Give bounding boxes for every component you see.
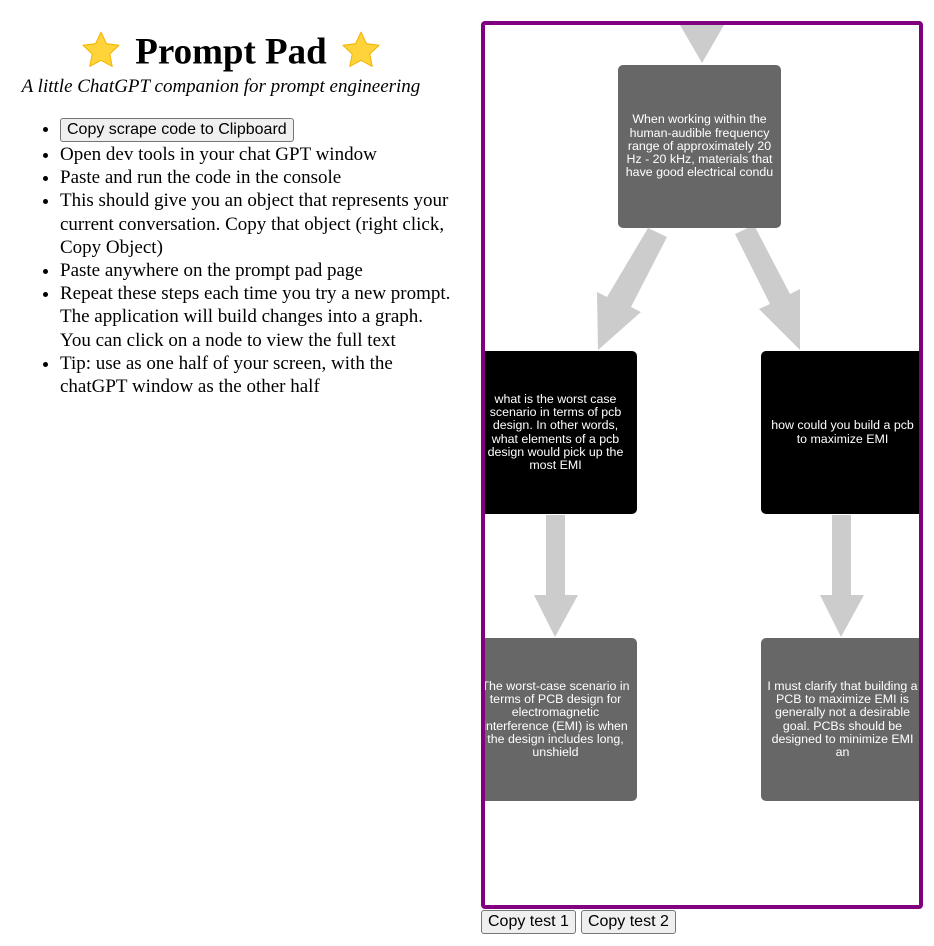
list-item: This should give you an object that repr… (60, 189, 452, 259)
edge-arrow (597, 228, 667, 350)
copy-scrape-code-button[interactable]: Copy scrape code to Clipboard (60, 118, 294, 142)
edge-arrow (534, 515, 578, 637)
list-item: Open dev tools in your chat GPT window (60, 143, 452, 166)
node-text: how could you build a pcb to maximize EM… (771, 418, 914, 446)
list-item: Paste anywhere on the prompt pad page (60, 259, 452, 282)
graph-panel[interactable]: When working within the human-audible fr… (481, 21, 923, 909)
node-text: The worst-case scenario in terms of PCB … (481, 678, 630, 759)
edge-arrow (735, 225, 800, 350)
node-text: I must clarify that building a PCB to ma… (767, 678, 918, 759)
copy-test-2-button[interactable]: Copy test 2 (580, 910, 676, 934)
node-text: what is the worst case scenario in terms… (487, 391, 624, 472)
graph-node-response[interactable]: When working within the human-audible fr… (618, 65, 781, 228)
graph-node-response[interactable]: I must clarify that building a PCB to ma… (761, 638, 919, 801)
page-title: Prompt Pad (0, 26, 462, 77)
list-item: Repeat these steps each time you try a n… (60, 282, 452, 352)
edge-arrow (820, 515, 864, 637)
page-subtitle: A little ChatGPT companion for prompt en… (21, 76, 421, 97)
graph-node-response[interactable]: The worst-case scenario in terms of PCB … (481, 638, 637, 801)
title-text: Prompt Pad (135, 31, 327, 73)
list-item: Paste and run the code in the console (60, 166, 452, 189)
graph-node-prompt[interactable]: how could you build a pcb to maximize EM… (761, 351, 919, 514)
copy-test-1-button[interactable]: Copy test 1 (481, 910, 576, 934)
graph-edges (534, 25, 864, 637)
star-icon (82, 31, 120, 67)
instruction-list: Copy scrape code to Clipboard Open dev t… (20, 117, 452, 398)
node-text: When working within the human-audible fr… (625, 112, 774, 180)
graph-node-prompt[interactable]: what is the worst case scenario in terms… (485, 351, 637, 514)
edge-arrow (680, 25, 724, 63)
list-item: Copy scrape code to Clipboard (60, 117, 452, 143)
star-icon (342, 31, 380, 67)
list-item: Tip: use as one half of your screen, wit… (60, 352, 452, 398)
test-buttons: Copy test 1 Copy test 2 (481, 910, 677, 934)
